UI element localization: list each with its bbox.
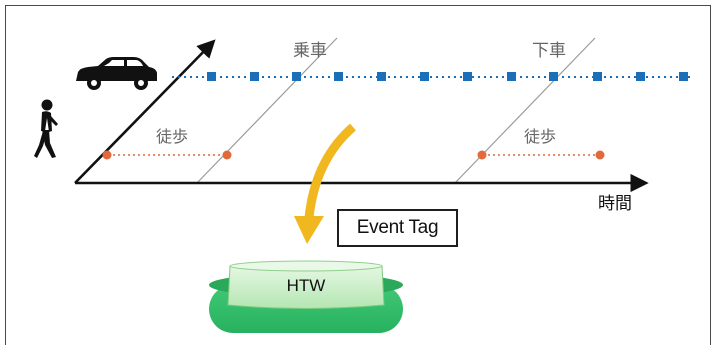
car-track-marker [250, 72, 259, 81]
car-track-marker [636, 72, 645, 81]
time-axis-label: 時間 [598, 194, 632, 214]
alight-label: 下車 [532, 41, 566, 61]
walk-label-right: 徒歩 [524, 127, 556, 146]
alight-transition-line [454, 37, 596, 184]
database-cylinder-icon [209, 260, 403, 333]
car-track-marker [507, 72, 516, 81]
walk-track-right [477, 150, 605, 160]
car-track-marker [334, 72, 343, 81]
car-track [172, 72, 690, 81]
car-track-marker [207, 72, 216, 81]
walk-track-marker [595, 150, 605, 160]
curved-arrow-icon [294, 123, 356, 244]
walking-person-icon [34, 99, 58, 158]
board-transition-line [196, 37, 338, 184]
walk-track-left [102, 150, 232, 160]
walk-track-marker [477, 150, 487, 160]
car-icon [76, 57, 157, 90]
car-track-marker [377, 72, 386, 81]
car-track-marker [593, 72, 602, 81]
car-track-marker [463, 72, 472, 81]
event-tag-label: Event Tag [356, 217, 439, 238]
htw-label: HTW [286, 276, 326, 295]
figure-frame [5, 5, 711, 345]
car-track-marker [420, 72, 429, 81]
car-track-marker [679, 72, 688, 81]
walk-track-marker [222, 150, 232, 160]
board-label: 乗車 [293, 41, 327, 61]
walk-track-marker [102, 150, 112, 160]
car-track-marker [549, 72, 558, 81]
mode-axis-arrow [74, 39, 216, 184]
car-track-marker [292, 72, 301, 81]
walk-label-left: 徒歩 [156, 127, 188, 146]
event-tag-box: Event Tag [337, 209, 458, 247]
